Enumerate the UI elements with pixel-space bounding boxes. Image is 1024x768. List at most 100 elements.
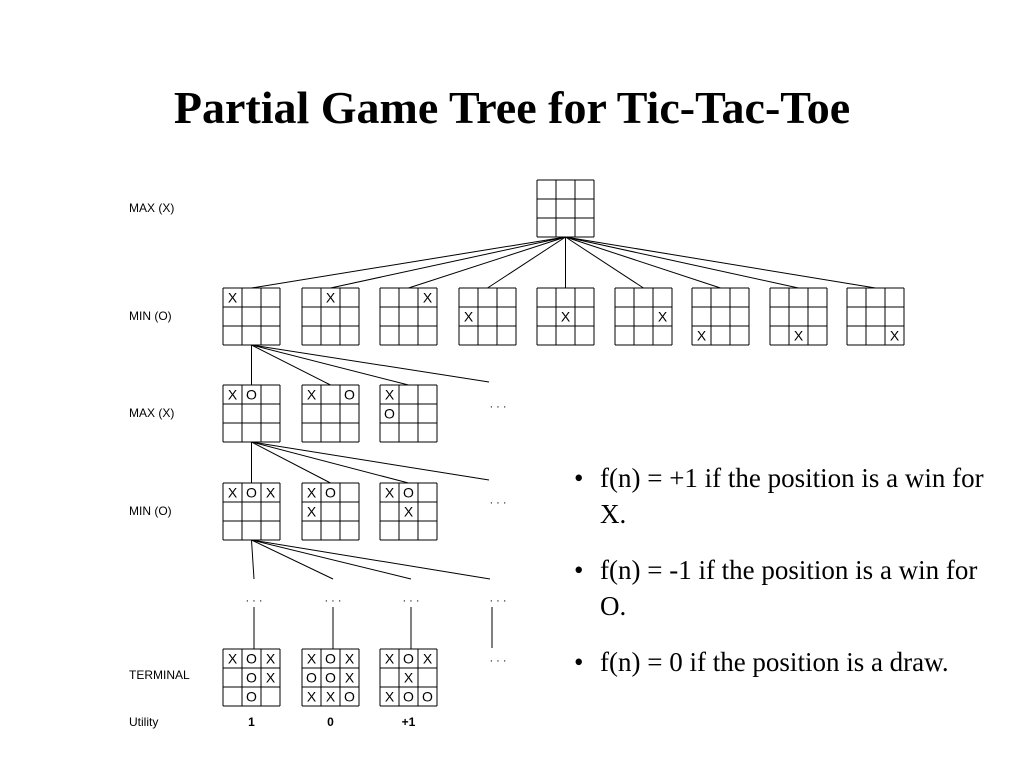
o-mark: O	[403, 689, 414, 705]
utility-rules-list: • f(n) = +1 if the position is a win for …	[572, 460, 1002, 700]
ellipsis: · · ·	[489, 401, 506, 413]
o-mark: O	[325, 485, 336, 501]
tree-edge	[565, 236, 644, 289]
tree-edge	[565, 236, 799, 289]
utility-value: +1	[402, 715, 416, 729]
tree-edge	[330, 236, 566, 289]
tree-edges	[251, 236, 876, 649]
ellipsis: · · ·	[245, 595, 262, 607]
x-mark: X	[307, 387, 317, 403]
utility-value: 0	[327, 715, 334, 729]
ellipsis: · · ·	[489, 655, 506, 667]
o-mark: O	[246, 387, 257, 403]
x-mark: X	[794, 328, 804, 344]
tree-edge	[565, 236, 721, 289]
tree-edge-partial	[251, 344, 490, 383]
x-mark: X	[697, 328, 707, 344]
x-mark: X	[385, 689, 395, 705]
utility-rule-item: • f(n) = +1 if the position is a win for …	[572, 460, 1002, 532]
x-mark: X	[464, 309, 474, 325]
tree-edge-partial	[251, 539, 491, 580]
tree-edge	[251, 236, 566, 289]
utility-rule-text: f(n) = -1 if the position is a win for O…	[600, 555, 978, 621]
ellipsis: · · ·	[324, 595, 341, 607]
tree-edge	[251, 344, 409, 386]
utility-value: 1	[248, 715, 255, 729]
x-mark: X	[345, 670, 355, 686]
utility-rule-text: f(n) = +1 if the position is a win for X…	[600, 463, 984, 529]
utility-label: Utility	[129, 715, 158, 729]
tree-edge-partial	[251, 539, 255, 580]
tree-ellipses: · · · · · · · · · · · · · · · · · · · · ·	[245, 401, 506, 667]
x-mark: X	[385, 651, 395, 667]
x-mark: X	[228, 290, 238, 306]
x-mark: X	[266, 651, 276, 667]
tree-edge	[251, 344, 331, 386]
tree-edge	[251, 441, 409, 484]
x-mark: X	[658, 309, 668, 325]
tree-edge-partial	[251, 441, 490, 481]
x-mark: X	[423, 651, 433, 667]
level-labels: MAX (X) MIN (O) MAX (X) MIN (O) TERMINAL Util…	[129, 201, 416, 729]
board-level-0-0	[536, 179, 595, 238]
level-label: MIN (O)	[129, 309, 172, 323]
x-mark: X	[307, 485, 317, 501]
x-mark: X	[228, 485, 238, 501]
utility-rule-item: •f(n) = 0 if the position is a draw.	[572, 644, 1002, 680]
x-mark: X	[266, 670, 276, 686]
x-mark: X	[890, 328, 900, 344]
o-mark: O	[325, 651, 336, 667]
x-mark: X	[326, 689, 336, 705]
o-mark: O	[325, 670, 336, 686]
x-mark: X	[385, 387, 395, 403]
board-level-1-8: X	[846, 287, 905, 346]
bullet-icon: •	[574, 463, 584, 493]
ellipsis: · · ·	[489, 497, 506, 509]
o-mark: O	[344, 689, 355, 705]
o-mark: O	[384, 406, 395, 422]
o-mark: O	[344, 387, 355, 403]
utility-rule-text: f(n) = 0 if the position is a draw.	[600, 647, 949, 677]
level-label: MAX (X)	[129, 406, 174, 420]
board-level-1-2: X	[379, 287, 438, 346]
o-mark: O	[403, 485, 414, 501]
x-mark: X	[404, 504, 414, 520]
board-level-2-2: XO	[379, 384, 438, 443]
x-mark: X	[345, 651, 355, 667]
board-level-1-3: X	[458, 287, 517, 346]
o-mark: O	[422, 689, 433, 705]
x-mark: X	[228, 387, 238, 403]
x-mark: X	[266, 485, 276, 501]
o-mark: O	[246, 689, 257, 705]
x-mark: X	[561, 309, 571, 325]
tree-edge-partial	[251, 539, 334, 580]
o-mark: O	[306, 670, 317, 686]
ellipsis: · · ·	[489, 595, 506, 607]
tree-edge	[251, 441, 331, 484]
x-mark: X	[307, 689, 317, 705]
bullet-icon: •	[574, 555, 584, 585]
o-mark: O	[246, 670, 257, 686]
tree-edge-partial	[251, 539, 412, 580]
x-mark: X	[423, 290, 433, 306]
board-level-1-0: X	[222, 287, 281, 346]
o-mark: O	[403, 651, 414, 667]
level-label: MAX (X)	[129, 201, 174, 215]
level-label: TERMINAL	[129, 668, 190, 682]
slide-title: Partial Game Tree for Tic-Tac-Toe	[173, 82, 851, 133]
board-level-1-6: X	[691, 287, 750, 346]
utility-rule-item: • f(n) = -1 if the position is a win for …	[572, 552, 1002, 624]
x-mark: X	[228, 651, 238, 667]
board-level-1-4: X	[536, 287, 595, 346]
level-label: MIN (O)	[129, 504, 172, 518]
ellipsis: · · ·	[402, 595, 419, 607]
tree-edge	[487, 236, 566, 289]
